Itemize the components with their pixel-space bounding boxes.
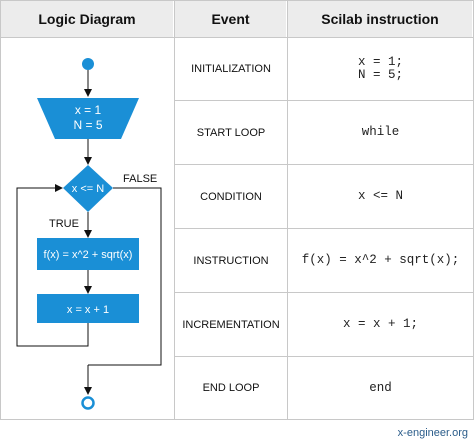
code-incrementation: x = x + 1; (342, 317, 418, 331)
grid-line (287, 0, 288, 420)
code-line: x = 1; (357, 55, 403, 69)
grid-line (174, 228, 474, 229)
grid-line (174, 164, 474, 165)
start-node (82, 58, 94, 70)
code-start-loop: while (361, 125, 400, 139)
watermark: x-engineer.org (397, 427, 468, 439)
instruction-label: f(x) = x^2 + sqrt(x) (44, 249, 133, 261)
code-condition: x <= N (357, 189, 403, 203)
grid-line (174, 0, 175, 420)
condition-label: x <= N (72, 183, 104, 195)
grid-line (0, 37, 474, 38)
event-end-loop: END LOOP (202, 382, 260, 394)
event-instruction: INSTRUCTION (193, 254, 269, 267)
code-end-loop: end (369, 380, 392, 395)
flowchart: x = 1 N = 5 x <= N FALSE TRUE f(x) = x^2… (16, 58, 162, 410)
grid-line (174, 100, 474, 101)
init-block (37, 98, 139, 139)
true-label: TRUE (49, 218, 79, 230)
event-initialization: INITIALIZATION (191, 63, 271, 75)
increment-block (37, 294, 139, 323)
code-line: N = 5; (357, 68, 403, 82)
init-line2: N = 5 (73, 118, 102, 132)
false-path (88, 187, 162, 366)
header-scilab-instruction: Scilab instruction (288, 0, 472, 37)
end-node (81, 396, 95, 410)
event-start-loop: START LOOP (196, 126, 266, 139)
grid-line (0, 0, 1, 420)
instruction-block (37, 238, 139, 270)
condition-diamond (63, 165, 113, 212)
grid-line (174, 356, 474, 357)
header-event: Event (175, 0, 286, 37)
event-condition: CONDITION (200, 190, 262, 203)
code-initialization: x = 1; N = 5; (288, 38, 473, 100)
header-logic-diagram: Logic Diagram (1, 0, 173, 37)
false-label: FALSE (123, 173, 157, 185)
grid-line (174, 292, 474, 293)
event-incrementation: INCREMENTATION (182, 318, 280, 331)
init-line1: x = 1 (75, 103, 102, 117)
grid-line (0, 419, 474, 420)
grid-line (0, 0, 474, 1)
loop-back-path (16, 184, 89, 347)
code-instruction: f(x) = x^2 + sqrt(x); (301, 253, 460, 267)
increment-label: x = x + 1 (67, 304, 109, 316)
